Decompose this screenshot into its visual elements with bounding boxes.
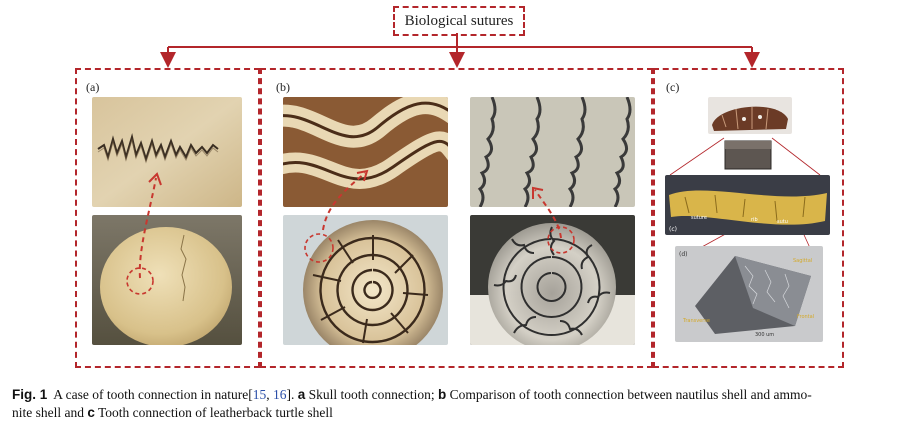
arrow-b2 xyxy=(532,186,562,239)
label-rib: rib xyxy=(751,217,758,223)
skull-suture-photo xyxy=(92,97,242,207)
label-frontal: Frontal xyxy=(797,314,814,320)
figure-title: Biological sutures xyxy=(393,6,525,36)
caption-a-letter: a xyxy=(297,387,306,402)
caption-a-text: Skull tooth connection; xyxy=(305,387,438,402)
caption-ref-15[interactable]: 15 xyxy=(252,387,267,402)
panel-c-label: (c) xyxy=(666,80,680,94)
label-scale: 300 um xyxy=(755,332,774,338)
ct-panel-label: (c) xyxy=(669,226,677,233)
figure-caption: Fig. 1 A case of tooth connection in nat… xyxy=(12,386,907,422)
caption-fig-label: Fig. 1 xyxy=(12,387,48,402)
skull-photo xyxy=(92,215,242,345)
caption-c-letter: c xyxy=(87,405,95,420)
turtle-shell-photo xyxy=(708,97,792,134)
ammonite-suture-closeup xyxy=(470,97,635,207)
label-suture-rib: sutu xyxy=(777,219,788,225)
nautilus-suture-closeup xyxy=(283,97,448,207)
label-transverse: Transverse xyxy=(682,318,710,324)
caption-sep: , xyxy=(266,387,273,402)
caption-text-1: A case of tooth connection in nature[ xyxy=(53,387,253,402)
label-sagittal: Sagittal xyxy=(793,258,812,264)
connector-lines xyxy=(160,33,760,68)
panel-c xyxy=(653,68,844,368)
caption-ref-16[interactable]: 16 xyxy=(272,387,287,402)
d-panel-label: (d) xyxy=(679,251,688,258)
caption-c-text: Tooth connection of leatherback turtle s… xyxy=(94,405,333,420)
arrow-a xyxy=(138,172,162,279)
nautilus-shell-photo xyxy=(283,215,448,345)
panel-a xyxy=(75,68,260,368)
3d-suture-model: (d) Sagittal Transverse Frontal 300 um xyxy=(675,246,823,342)
ammonite-shell-photo xyxy=(470,215,635,345)
caption-text-2: ]. xyxy=(286,387,298,402)
caption-b-text: Comparison of tooth connection between n… xyxy=(446,387,812,402)
ct-scan-suture-image: (c) suture rib sutu xyxy=(665,175,830,235)
arrow-b1 xyxy=(322,169,369,231)
caption-line2-text: nite shell and xyxy=(12,405,88,420)
panel-b-label: (b) xyxy=(276,80,290,94)
specimen-block xyxy=(724,140,772,170)
label-suture: suture xyxy=(691,215,707,221)
panel-a-label: (a) xyxy=(86,80,100,94)
panel-b xyxy=(260,68,653,368)
caption-b-letter: b xyxy=(437,387,447,402)
